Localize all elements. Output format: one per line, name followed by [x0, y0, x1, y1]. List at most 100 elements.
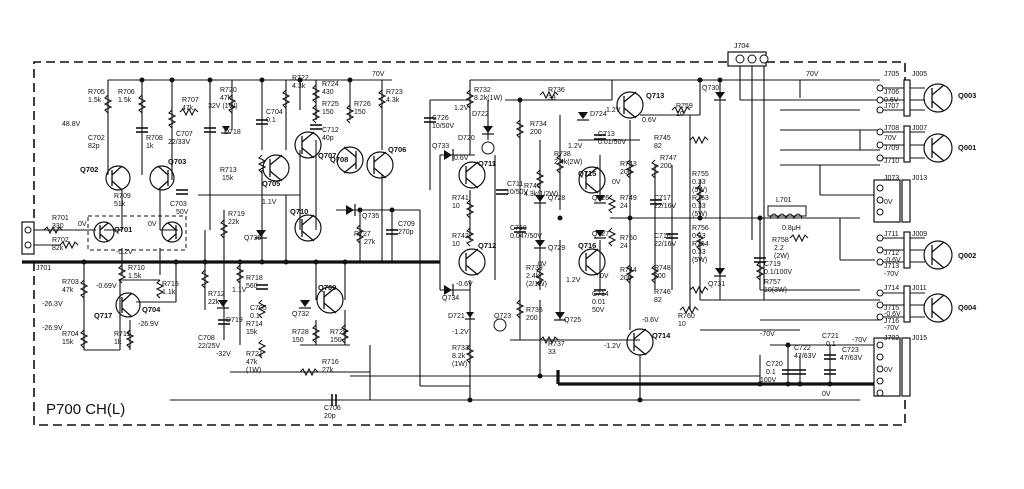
- label-r719: R719: [228, 211, 245, 218]
- label-q723: Q723: [494, 313, 511, 320]
- label-r745: R745: [654, 135, 671, 142]
- label-r720-power: 32V (1W): [208, 103, 238, 110]
- voltage-m06v-b: -0.6V: [642, 317, 659, 324]
- label-c717: C717: [654, 195, 671, 202]
- label-r715: R715: [162, 281, 179, 288]
- label-c719-value: 0.1/100V: [764, 269, 792, 276]
- voltage-12v-a: 1.2V: [454, 105, 469, 112]
- connector-j015: [873, 337, 911, 397]
- label-r759-value: 10: [676, 111, 684, 118]
- label-r704-value: 15k: [62, 339, 74, 346]
- transistor-q701a: [93, 221, 115, 243]
- label-r718-value: 560: [246, 283, 258, 290]
- label-q729: Q729: [548, 245, 565, 252]
- label-c709: C709: [398, 221, 415, 228]
- label-r747: R747: [660, 155, 677, 162]
- label-c726: C726: [432, 115, 449, 122]
- label-c710: C710: [510, 225, 527, 232]
- label-r713: R713: [220, 167, 237, 174]
- label-c710-value: 0.047/50V: [510, 233, 542, 240]
- label-r750-value: 24: [620, 243, 628, 250]
- label-r705-value: 1.5k: [88, 97, 102, 104]
- connector-j701: [21, 221, 35, 255]
- label-d734: Q734: [442, 295, 459, 302]
- label-d733: Q733: [432, 143, 449, 150]
- label-j701: J701: [36, 265, 51, 272]
- junctions: [81, 77, 833, 403]
- label-r725: R725: [322, 101, 339, 108]
- label-r755-value: 0.33: [692, 179, 706, 186]
- label-r743-value: 200: [620, 169, 632, 176]
- voltage-m069v: -0.69V: [96, 283, 117, 290]
- voltage-06v-a: 0.6V: [454, 155, 469, 162]
- label-c714-voltage: 50V: [592, 307, 605, 314]
- label-r756: R756: [692, 225, 709, 232]
- label-c703: C703: [170, 201, 187, 208]
- transistor-q713: [616, 91, 644, 119]
- label-r739: R739: [526, 265, 543, 272]
- label-j710: J710: [884, 158, 899, 165]
- label-c702-value: 82p: [88, 143, 100, 150]
- label-r727: R727: [354, 231, 371, 238]
- label-r736: R736: [548, 87, 565, 94]
- label-q704: Q704: [142, 305, 161, 314]
- label-r748-value: 200: [654, 273, 666, 280]
- label-r732-value: 8.2k(1W): [474, 95, 502, 102]
- label-r701-value: 330: [52, 223, 64, 230]
- label-j704: J704: [734, 43, 749, 50]
- label-r759: R759: [676, 103, 693, 110]
- label-j706: J706: [884, 89, 899, 96]
- voltage-12v-b: 1.2V: [568, 143, 583, 150]
- label-q727: Q727: [592, 231, 609, 238]
- transistor-q702: [105, 165, 131, 191]
- label-r724-value: 430: [322, 89, 334, 96]
- label-r703-value: 47k: [62, 287, 74, 294]
- label-q731: Q731: [708, 281, 725, 288]
- transistor-q001: [923, 133, 953, 163]
- label-r727-value: 27k: [364, 239, 376, 246]
- label-j005: J005: [912, 71, 927, 78]
- label-d724: D724: [590, 111, 607, 118]
- label-q710: Q710: [290, 207, 308, 216]
- label-j013: J013: [912, 175, 927, 182]
- label-d719: D719: [226, 317, 243, 324]
- label-q706: Q706: [388, 145, 406, 154]
- resistors: [43, 84, 809, 377]
- label-j009: J009: [912, 231, 927, 238]
- voltage-0v-g: 0V: [884, 199, 893, 206]
- label-r748: R748: [654, 265, 671, 272]
- label-d735: Q735: [362, 213, 379, 220]
- transistor-q704: [115, 292, 141, 318]
- label-r702-value: 82k: [52, 245, 64, 252]
- label-r710: R710: [128, 265, 145, 272]
- label-r739-value: 2.4k: [526, 273, 540, 280]
- label-c722-value: 47/63V: [794, 353, 817, 360]
- label-r739-power: (2/1W): [526, 281, 547, 288]
- voltage-06v-b: 0.6V: [642, 117, 657, 124]
- label-q707: Q707: [318, 151, 336, 160]
- label-c721-value: 0.1: [826, 341, 836, 348]
- label-r743: R743: [620, 161, 637, 168]
- voltage-m70v-b: -70V: [884, 325, 899, 332]
- label-q703: Q703: [168, 157, 186, 166]
- label-r736-value: 33: [548, 95, 556, 102]
- label-r749-value: 24: [620, 203, 628, 210]
- connector-j705-j710: [876, 79, 911, 163]
- voltage-m269v-a: -26.9V: [42, 325, 63, 332]
- thermistors: [481, 141, 507, 332]
- label-c703-value: 50V: [176, 209, 189, 216]
- voltage-m263v: -26.3V: [42, 301, 63, 308]
- transistor-q715: [578, 166, 606, 194]
- transistor-q701b: [161, 221, 183, 243]
- label-r760-value: 10: [678, 321, 686, 328]
- label-r740-value: 4.3k(1/2W): [524, 191, 558, 198]
- label-r726-value: 150: [354, 109, 366, 116]
- label-r756-value: 0.33: [692, 233, 706, 240]
- label-c717-value: 22/16V: [654, 203, 677, 210]
- label-r750: R750: [620, 235, 637, 242]
- label-c720-value: 0.1: [766, 369, 776, 376]
- voltage-0v-e: 0V: [600, 273, 609, 280]
- voltage-70v-a: 70V: [372, 71, 385, 78]
- transistor-q716: [578, 248, 606, 276]
- label-c702: C702: [88, 135, 105, 142]
